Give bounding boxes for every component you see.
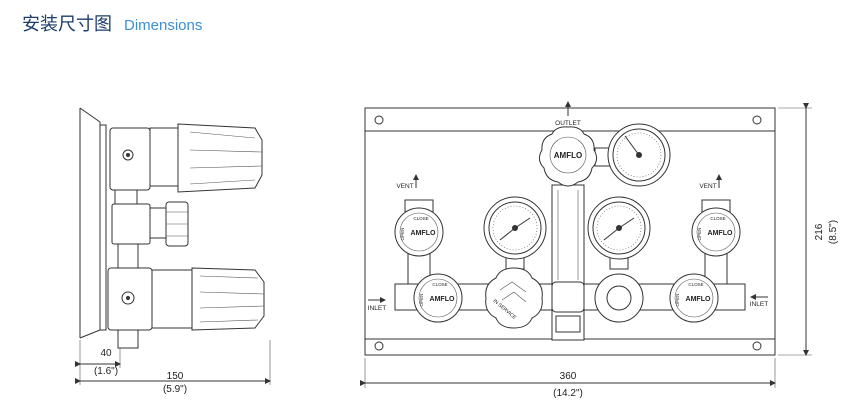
inlet-valve-right: AMFLO CLOSE OPEN bbox=[669, 273, 719, 323]
mounting-hole bbox=[752, 341, 762, 351]
side-view bbox=[79, 107, 265, 349]
outlet-regulator-knob: AMFLO bbox=[538, 126, 598, 187]
mounting-hole bbox=[374, 341, 384, 351]
inlet-right-label: INLET bbox=[750, 301, 768, 308]
front-view-panel: AMFLO AMFLO CLOSE OPEN AM bbox=[364, 101, 776, 356]
title-english: Dimensions bbox=[124, 17, 203, 34]
brand-label: AMFLO bbox=[411, 230, 436, 237]
section-title: 安装尺寸图 Dimensions bbox=[22, 10, 202, 36]
vent-right-label: VENT bbox=[699, 183, 716, 190]
width-in-label: (5.9") bbox=[163, 384, 187, 395]
title-chinese: 安装尺寸图 bbox=[22, 14, 112, 35]
height-in-label: (8.5") bbox=[828, 220, 839, 244]
width-in-label: (14.2") bbox=[553, 388, 583, 399]
in-service-regulator-knob: IN SERVICE bbox=[485, 267, 543, 329]
width-mm-label: 150 bbox=[167, 371, 184, 382]
brand-label: AMFLO bbox=[430, 296, 455, 303]
open-label: OPEN bbox=[675, 294, 680, 307]
inlet-left-label: INLET bbox=[368, 305, 386, 312]
side-dimensions: 40 (1.6") 150 (5.9") bbox=[75, 340, 271, 395]
width-mm-label: 360 bbox=[560, 371, 577, 382]
inlet-valve-left: AMFLO CLOSE OPEN bbox=[413, 273, 463, 323]
open-label: OPEN bbox=[419, 294, 424, 307]
height-mm-label: 216 bbox=[814, 223, 825, 240]
brand-label: AMFLO bbox=[554, 151, 582, 160]
vent-valve-right: AMFLO CLOSE OPEN bbox=[691, 199, 741, 257]
mounting-hole bbox=[374, 115, 384, 125]
pressure-gauge bbox=[607, 123, 671, 187]
port-fitting bbox=[594, 273, 644, 323]
close-label: CLOSE bbox=[413, 216, 428, 221]
outlet-label: OUTLET bbox=[555, 120, 581, 127]
open-label: OPEN bbox=[697, 228, 702, 241]
close-label: CLOSE bbox=[710, 216, 725, 221]
brand-label: AMFLO bbox=[708, 230, 733, 237]
depth-mm-label: 40 bbox=[100, 348, 112, 359]
depth-in-label: (1.6") bbox=[94, 366, 118, 377]
mounting-hole bbox=[752, 115, 762, 125]
brand-label: AMFLO bbox=[686, 296, 711, 303]
pressure-gauge bbox=[587, 196, 651, 260]
close-label: CLOSE bbox=[688, 282, 703, 287]
vent-left-label: VENT bbox=[396, 183, 413, 190]
pressure-gauge bbox=[483, 196, 547, 260]
vent-valve-left: AMFLO CLOSE OPEN bbox=[394, 199, 444, 257]
close-label: CLOSE bbox=[432, 282, 447, 287]
open-label: OPEN bbox=[400, 228, 405, 241]
front-dimensions: 360 (14.2") 216 (8.5") bbox=[360, 103, 839, 399]
